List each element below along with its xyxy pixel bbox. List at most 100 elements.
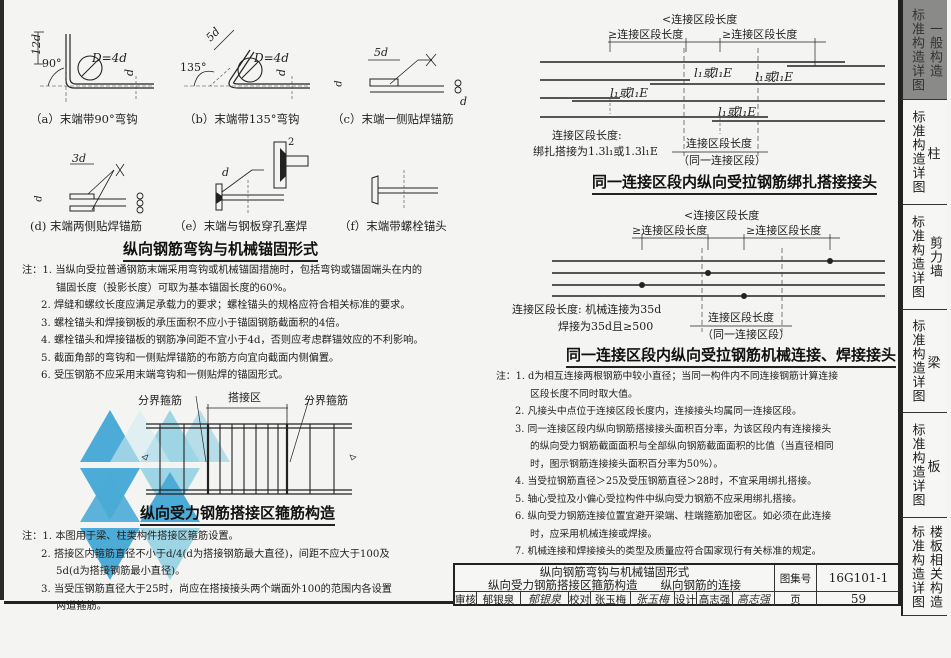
mech-seg-label-2: ≥连接区段长度 bbox=[746, 224, 822, 237]
dim-d-b: d bbox=[275, 68, 289, 77]
title-block-line2: 纵向受力钢筋搭接区箍筋构造 纵向钢筋的连接 bbox=[488, 578, 741, 592]
review-label: 审核 bbox=[455, 592, 477, 606]
lap-seg-label-1: ≥连接区段长度 bbox=[608, 28, 684, 41]
tab-label: 楼板相关构造 bbox=[927, 524, 942, 609]
lap-length-label-1: l₁或l₁E bbox=[755, 70, 794, 84]
dim-D-4d-a: D=4d bbox=[92, 51, 127, 65]
boundary-stirrup-label-left: 分界箍筋 bbox=[138, 394, 182, 407]
boundary-stirrup-label-right: 分界箍筋 bbox=[304, 394, 348, 407]
lap-zone-sub: （同一连接区段） bbox=[678, 154, 766, 167]
mech-desc-line1: 连接区段长度: 机械连接为35d bbox=[512, 303, 662, 316]
stirrup-note-2-cont: 5d(d为搭接钢筋最小直径)。 bbox=[56, 566, 186, 577]
note-5: 5. 截面角部的弯钩和一侧贴焊锚筋的布筋方向宜向截面内侧偏置。 bbox=[41, 352, 340, 364]
tab-prefix: 标准构造详图 bbox=[909, 423, 925, 507]
stirrup-notes-prefix: 注： bbox=[22, 531, 43, 542]
stirrup-notes: 注：1. 本图用于梁、柱类构件搭接区箍筋设置。 2. 搭接区内箍筋直径不小于d/… bbox=[22, 528, 452, 616]
figure-d-two-side-weld-diagram bbox=[69, 163, 144, 214]
atlas-number-label: 图集号 bbox=[775, 565, 817, 592]
title-block-heading: 纵向钢筋弯钩与机械锚固形式 纵向受力钢筋搭接区箍筋构造 纵向钢筋的连接 bbox=[455, 565, 775, 592]
tab-slab-related[interactable]: 标准构造详图 楼板相关构造 bbox=[901, 518, 947, 616]
mech-zone-sub: （同一连接区段） bbox=[702, 328, 790, 341]
section-tabs: 标准构造详图 一般构造 标准构造详图 柱 标准构造详图 剪力墙 标准构造详图 梁… bbox=[901, 0, 951, 658]
dim-12d: 12d bbox=[30, 33, 44, 56]
lap-desc-line1: 连接区段长度: bbox=[552, 129, 622, 142]
tab-column[interactable]: 标准构造详图 柱 bbox=[901, 100, 947, 205]
lap-splice-title: 同一连接区段内纵向受拉钢筋绑扎搭接接头 bbox=[592, 171, 878, 195]
design-label: 设计 bbox=[675, 592, 697, 606]
splice-note-5: 5. 轴心受拉及小偏心受拉构件中纵向受力钢筋不应采用绑扎搭接。 bbox=[515, 493, 802, 505]
page-left-edge bbox=[0, 0, 4, 600]
caption-f: （f）末端带螺栓锚头 bbox=[339, 219, 447, 233]
note-6: 6. 受压钢筋不应采用末端弯钩和一侧贴焊的锚固形式。 bbox=[41, 370, 289, 381]
tab-beam[interactable]: 标准构造详图 梁 bbox=[901, 310, 947, 413]
splice-note-2: 2. 凡接头中点位于连接区段长度内，连接接头均属同一连接区段。 bbox=[515, 406, 802, 417]
tab-shear-wall[interactable]: 标准构造详图 剪力墙 bbox=[901, 205, 947, 310]
splice-notes-prefix: 注： bbox=[496, 371, 516, 382]
figure-b-135-hook-diagram bbox=[184, 29, 310, 100]
tab-prefix: 标准构造详图 bbox=[909, 319, 925, 403]
tab-label: 剪力墙 bbox=[927, 236, 942, 278]
figure-f-bolt-anchor-diagram bbox=[371, 170, 438, 208]
tab-label: 梁 bbox=[927, 355, 941, 371]
mech-seg-label-1: ≥连接区段长度 bbox=[632, 224, 708, 237]
caption-b: （b）末端带135°弯钩 bbox=[184, 112, 300, 126]
dim-d-a: d bbox=[123, 68, 137, 77]
title-block-line1: 纵向钢筋弯钩与机械锚固形式 bbox=[539, 565, 690, 579]
dim-d-c: d bbox=[333, 80, 345, 87]
tab-label: 板 bbox=[927, 459, 941, 475]
splice-note-3-cont2: 时，图示钢筋连接接头面积百分率为50%）。 bbox=[530, 458, 724, 470]
caption-a: （a）末端带90°弯钩 bbox=[30, 112, 138, 126]
tab-prefix: 标准构造详图 bbox=[909, 110, 925, 194]
mech-top-label: <连接区段长度 bbox=[684, 209, 760, 222]
stirrup-note-3-cont: 两道箍筋。 bbox=[56, 601, 107, 612]
stirrup-note-3: 3. 当受压钢筋直径大于25时，尚应在搭接接头两个端面外100的范围内各设置 bbox=[41, 583, 392, 595]
tab-slab[interactable]: 标准构造详图 板 bbox=[901, 413, 947, 518]
dim-d-e: d bbox=[222, 166, 230, 179]
lap-length-label-3: l₁或l₁E bbox=[610, 86, 649, 100]
angle-90: 90° bbox=[42, 57, 62, 70]
check-label: 校对 bbox=[569, 592, 591, 606]
mech-zone-label: 连接区段长度 bbox=[708, 311, 774, 324]
notes-prefix: 注： bbox=[22, 265, 43, 276]
note-1-cont: 锚固长度（投影长度）可取为基本锚固长度的60%。 bbox=[56, 282, 293, 294]
lap-top-label: <连接区段长度 bbox=[662, 13, 738, 26]
lap-seg-label-2: ≥连接区段长度 bbox=[722, 28, 798, 41]
splice-note-3: 3. 同一连接区段内纵向钢筋搭接接头面积百分率，为该区段内有连接接头 bbox=[515, 423, 832, 435]
tab-prefix: 标准构造详图 bbox=[909, 215, 924, 299]
checker-name: 张玉梅 bbox=[591, 592, 631, 606]
title-block: 纵向钢筋弯钩与机械锚固形式 纵向受力钢筋搭接区箍筋构造 纵向钢筋的连接 图集号 … bbox=[453, 563, 901, 606]
dim-D-4d-b: D=4d bbox=[254, 51, 289, 65]
stirrup-note-1: 1. 本图用于梁、柱类构件搭接区箍筋设置。 bbox=[42, 531, 239, 542]
angle-135: 135° bbox=[180, 61, 207, 74]
tab-label: 一般构造 bbox=[927, 21, 942, 78]
tab-prefix: 标准构造详图 bbox=[909, 524, 924, 609]
lap-zone-label: 连接区段长度 bbox=[686, 137, 752, 150]
note-1: 1. 当纵向受拉普通钢筋末端采用弯钩或机械锚固措施时，包括弯钩或锚固端头在内的 bbox=[42, 265, 423, 276]
mech-splice-diagram bbox=[552, 234, 885, 332]
dim-d-d: d bbox=[33, 195, 45, 202]
designer-signature: 高志强 bbox=[733, 592, 775, 606]
note-2: 2. 焊缝和螺纹长度应满足承载力的要求；螺栓锚头的规格应符合相关标准的要求。 bbox=[41, 300, 411, 311]
lap-splice-diagram bbox=[540, 38, 885, 156]
dim-2-e: 2 bbox=[288, 137, 295, 148]
figure-c-one-side-weld-diagram bbox=[368, 53, 462, 94]
mech-desc-line2: 焊接为35d且≥500 bbox=[558, 320, 654, 333]
splice-note-1: 1. d为相互连接两根钢筋中较小直径；当同一构件内不同连接钢筋计算连接 bbox=[515, 371, 839, 382]
page-label: 页 bbox=[775, 592, 817, 606]
lap-length-label-4: l₁或l₁E bbox=[718, 105, 757, 119]
stirrup-lap-zone-diagram bbox=[141, 395, 357, 495]
tab-general-construction[interactable]: 标准构造详图 一般构造 bbox=[901, 0, 947, 100]
splice-note-6-cont: 时，应采用机械连接或焊接。 bbox=[530, 528, 658, 540]
tab-label: 柱 bbox=[927, 146, 941, 162]
figure-e-plate-plug-weld-diagram bbox=[215, 141, 309, 214]
stirrup-title: 纵向受力钢筋搭接区箍筋构造 bbox=[140, 502, 336, 526]
dim-3d-d: 3d bbox=[72, 152, 87, 165]
stirrup-note-2: 2. 搭接区内箍筋直径不小于d/4(d为搭接钢筋最大直径)，间距不应大于100及 bbox=[41, 548, 390, 560]
splice-note-3-cont1: 的纵向受力钢筋截面面积与全部纵向钢筋截面面积的比值（当直径相同 bbox=[530, 441, 834, 452]
caption-e: （e）末端与钢板穿孔塞焊 bbox=[174, 219, 308, 233]
splice-note-6: 6. 纵向受力钢筋连接位置宜避开梁端、柱端箍筋加密区。如必须在此连接 bbox=[515, 511, 832, 522]
dim-5d-c: 5d bbox=[374, 46, 389, 59]
checker-signature: 张玉梅 bbox=[631, 592, 675, 606]
page-number: 59 bbox=[850, 592, 867, 606]
note-4: 4. 螺栓锚头和焊接锚板的钢筋净间距不宜小于4d，否则应考虑群锚效应的不利影响。 bbox=[41, 335, 424, 346]
